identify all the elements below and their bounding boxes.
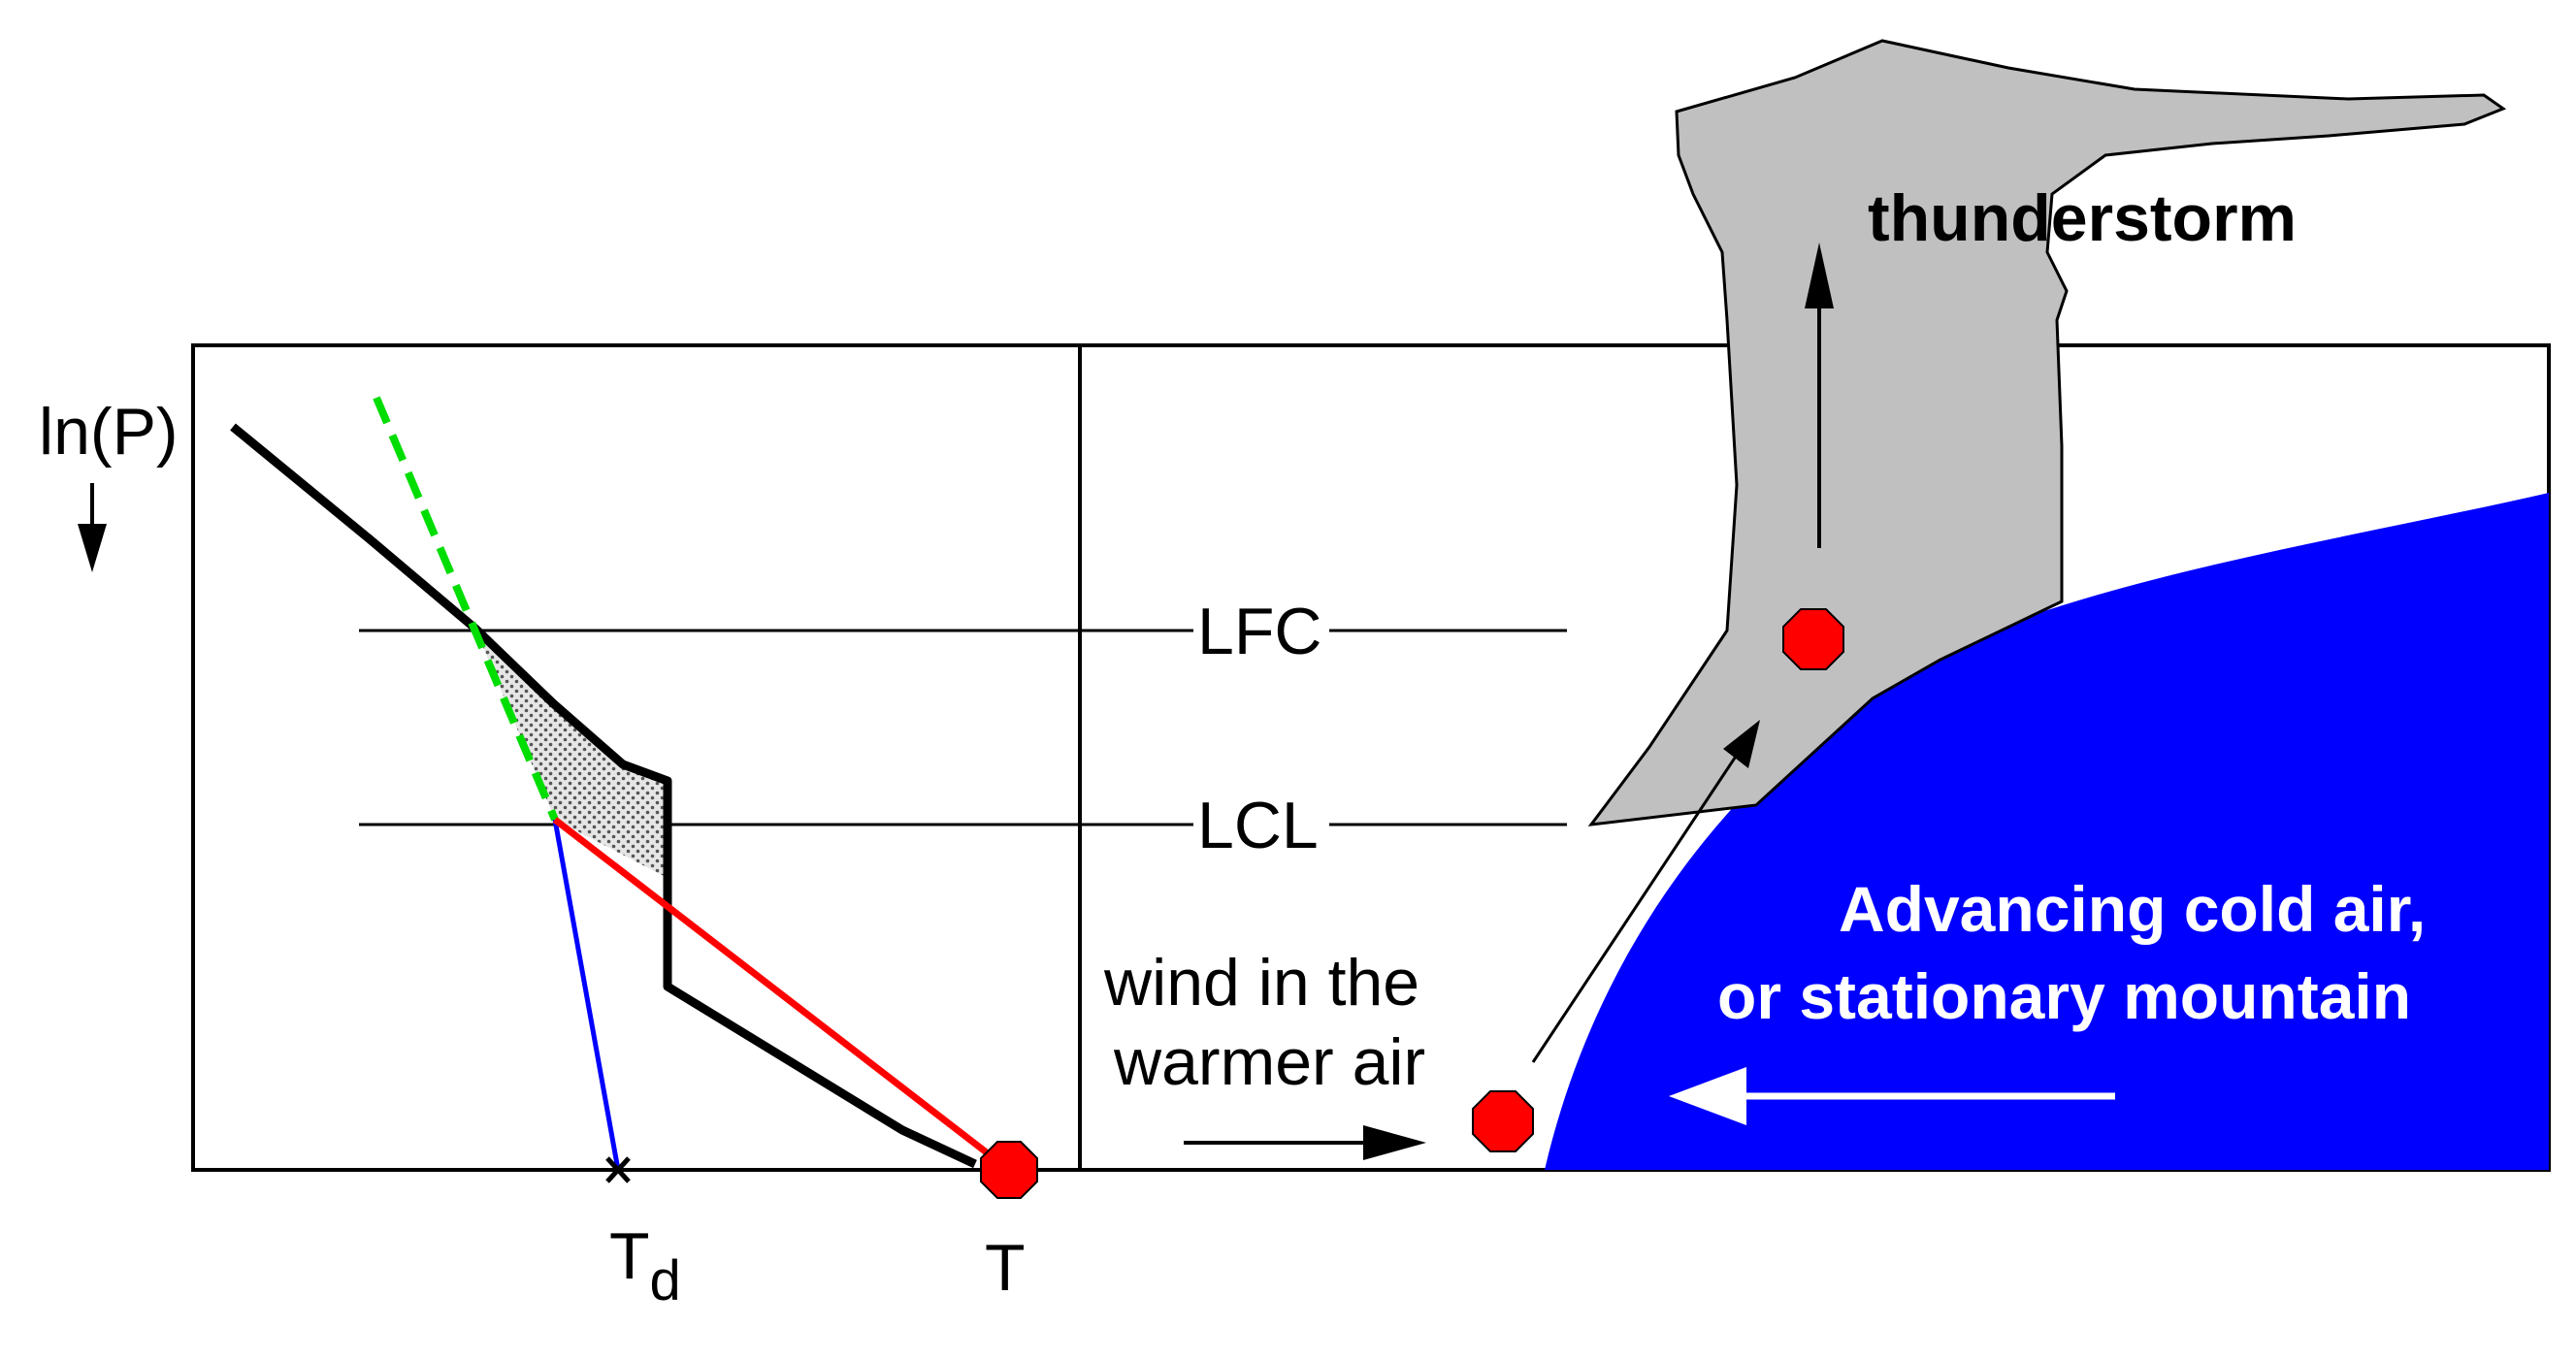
td-label-main: T — [609, 1219, 650, 1293]
thunderstorm-label: thunderstorm — [1868, 181, 2297, 255]
t-label: T — [985, 1231, 1026, 1305]
environment-sounding — [230, 423, 977, 1169]
lfc-label-group: LFC — [1195, 595, 1327, 668]
lfc-label: LFC — [1197, 595, 1321, 668]
dewpoint-mixing-line — [552, 819, 621, 1171]
td-marker-icon — [605, 1156, 631, 1183]
y-axis-label: ln(P) — [39, 395, 179, 469]
parcel-lower — [1472, 1090, 1534, 1152]
y-axis-arrow-head — [78, 524, 107, 572]
updraft-arrow-head — [1805, 243, 1834, 308]
wind-arrow-head — [1363, 1125, 1426, 1160]
dry-adiabat — [552, 817, 1012, 1173]
wind-label-line2: warmer air — [1113, 1025, 1425, 1099]
moist-adiabat — [373, 396, 559, 822]
td-label: Td — [609, 1219, 681, 1312]
lifting-arrow-line — [1531, 725, 1758, 1063]
wind-label-line1: wind in the — [1103, 946, 1419, 1020]
lcl-label: LCL — [1197, 789, 1319, 862]
parcel-surface — [980, 1141, 1038, 1199]
td-label-sub: d — [650, 1249, 681, 1312]
cold-air-arrow-head — [1669, 1067, 1746, 1125]
lcl-label-group: LCL — [1195, 789, 1327, 862]
lifting-arrow-head — [1723, 720, 1760, 768]
cold-air-label-line2: or stationary mountain — [1717, 960, 2411, 1032]
cape-area — [475, 629, 668, 878]
cold-air-label-line1: Advancing cold air, — [1839, 873, 2426, 945]
cold-air-mass — [1545, 493, 2549, 1170]
parcel-upper — [1782, 608, 1844, 670]
